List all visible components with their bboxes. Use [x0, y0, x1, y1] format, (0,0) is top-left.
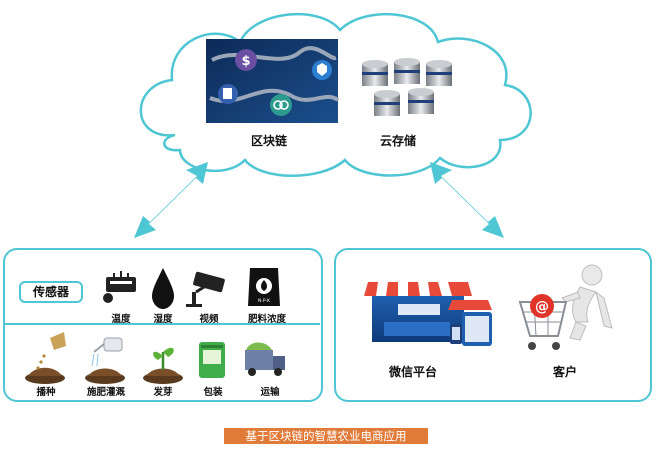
blockchain-label: 区块链: [251, 134, 288, 148]
blockchain-image: $: [206, 39, 340, 123]
svg-text:@: @: [535, 299, 549, 315]
arrow-right-double: [430, 162, 504, 238]
left-panel: [3, 248, 323, 402]
cloud-storage-icon: [362, 58, 452, 116]
sensor-fertilizer-label: 肥料浓度: [247, 314, 286, 325]
sensor-title: 传感器: [19, 281, 83, 303]
sprouting-image: [143, 347, 183, 384]
process-sprouting-label: 发芽: [153, 387, 173, 398]
right-panel: [334, 248, 652, 402]
customer-label: 客户: [553, 365, 578, 379]
delivery-truck-image: [245, 342, 285, 376]
sensor-temperature-label: 温度: [111, 314, 131, 325]
sensor-humidity-label: 湿度: [153, 314, 173, 325]
sensor-video-label: 视频: [199, 314, 219, 325]
svg-text:$: $: [241, 54, 250, 69]
online-shop-image: [364, 276, 498, 347]
process-packaging-label: 包装: [203, 387, 223, 398]
svg-text:N·P·K: N·P·K: [258, 298, 271, 304]
sowing-image: [25, 332, 66, 384]
fertilizer-bag-icon: N·P·K: [248, 268, 280, 306]
arrow-left-double: [134, 162, 208, 238]
cloud-storage-label: 云存储: [380, 134, 417, 148]
process-transport-label: 运输: [260, 387, 280, 398]
process-sowing-label: 播种: [36, 387, 56, 398]
process-watering-label: 施肥灌溉: [86, 387, 125, 398]
figure-caption: 基于区块链的智慧农业电商应用: [224, 428, 428, 444]
thermometer-icon: [103, 271, 136, 303]
package-image: [199, 342, 225, 378]
wechat-platform-label: 微信平台: [389, 365, 438, 379]
water-drop-icon: [152, 268, 174, 309]
watering-image: [85, 337, 125, 384]
customer-cart-image: @: [518, 264, 613, 350]
camera-icon: [186, 271, 225, 307]
